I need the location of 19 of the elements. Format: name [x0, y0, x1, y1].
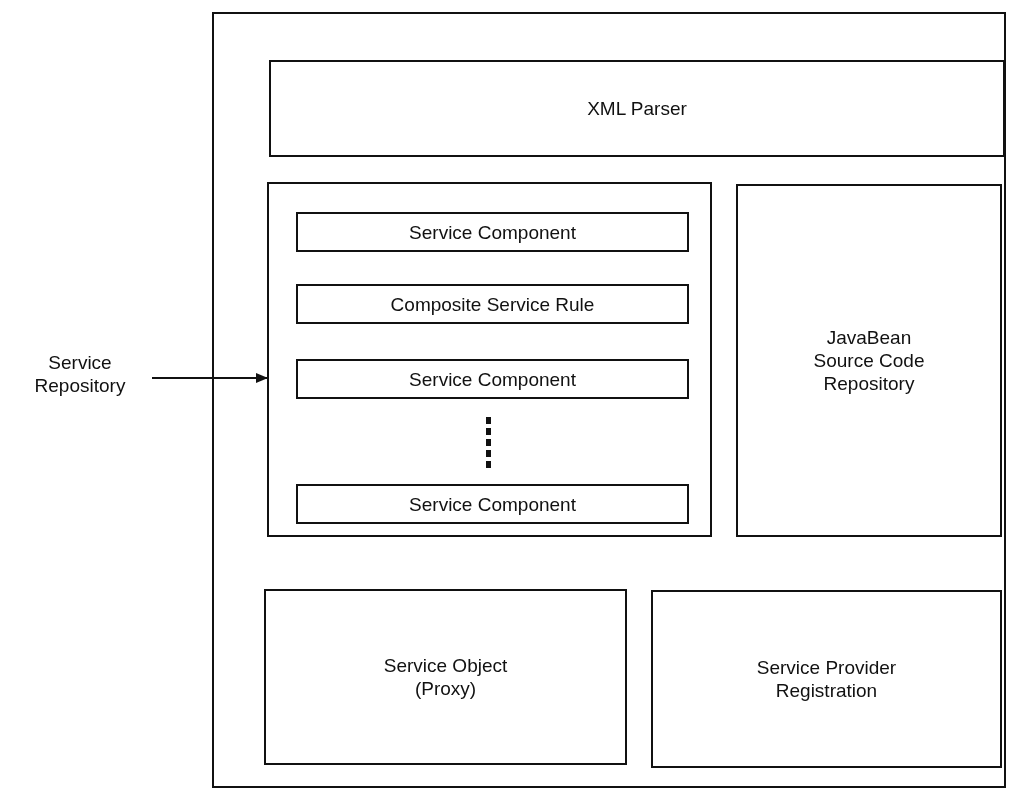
component-box — [296, 212, 689, 252]
component-box — [296, 484, 689, 524]
box-label: XML Parser — [587, 97, 687, 120]
box-label: Service Component — [409, 492, 576, 516]
repository-container — [267, 182, 712, 537]
repository-box — [736, 184, 1002, 537]
side-label: Service Repository — [10, 348, 150, 400]
box-label: Composite Service Rule — [390, 292, 595, 316]
box-label: Service Component — [409, 220, 576, 244]
box-label: JavaBean Source Code Repository — [812, 326, 926, 395]
box-label: Service Provider Registration — [755, 656, 898, 702]
box-label: Service Object (Proxy) — [382, 654, 509, 700]
object-box — [264, 589, 627, 765]
parser-box — [269, 60, 1005, 157]
arrow — [151, 373, 268, 383]
outer-frame — [212, 12, 1006, 788]
box-label: Service Component — [409, 367, 576, 391]
component-box — [296, 359, 689, 399]
registration-box — [651, 590, 1002, 768]
